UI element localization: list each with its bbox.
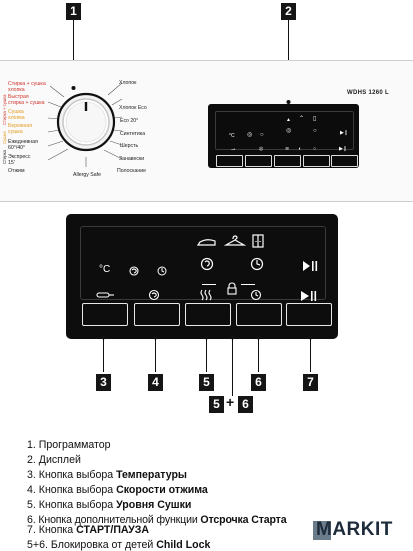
spin-icon [200,257,214,271]
program-label: Быстрая [8,94,29,100]
spin-speed-button [134,303,180,326]
clock-icon: ○ [313,146,317,152]
program-label: Хлопок Eco [119,105,147,111]
legend-item: 4. Кнопка выбора Скорости отжима [27,484,208,496]
markit-logo: MARKIT [313,519,392,542]
program-label: Шерсть [120,143,139,149]
program-label: Сушка [8,109,24,115]
cupboard-icon [252,234,264,248]
program-label: 15' [8,160,15,166]
legend-item: 5. Кнопка выбора Уровня Сушки [27,499,192,511]
hanger-icon: ⌃ [299,116,305,122]
program-label: Стирка + сушка [8,81,46,87]
logo-text: MARKIT [316,519,393,540]
program-dial [47,82,123,167]
callout-marker-6: 6 [251,374,266,391]
lock-icon: ◖ [298,146,302,152]
temperature-icon: °C [99,264,111,275]
display-mini: °C ◎ ○ ▲ ⌃ ▯ ◎ ○ ▶❙ ⊸ ◎ ≋ ◖ ○ ▶❙ [208,104,359,168]
program-label: Экспресс [8,154,31,160]
dry-level-icon: ≋ [285,146,290,152]
play-pause-icon [301,291,317,301]
display-panel: °C [66,214,338,339]
key-icon: ⊸ [231,147,236,153]
callout-line-6 [258,336,259,372]
program-label: Хлопок [119,80,137,86]
play-pause-icon [303,261,318,271]
clock-icon [250,289,262,301]
legend-item: 7. Кнопка СТАРТ/ПАУЗА [27,524,150,536]
callout-line-4 [155,336,156,372]
key-icon [96,292,114,298]
clock-icon: ○ [260,132,264,138]
display-mini-frame [215,111,354,150]
callout-line-56 [232,336,233,396]
callout-marker-4: 4 [148,374,163,391]
clock-icon [250,257,264,271]
control-panel: Стирка + сушка Сушка Стирка Стирка + суш… [0,60,413,202]
allergy-safe-label: Allergy Safe [73,172,101,178]
legend-item: 5+6. Блокировка от детей Child Lock [27,539,211,551]
mini-button [303,155,330,167]
spin-icon [148,289,160,301]
callout-marker-5: 5 [199,374,214,391]
model-name: WDHS 1260 L [347,90,389,96]
legend-item: 1. Программатор [27,439,111,451]
callout-marker-7: 7 [303,374,318,391]
delay-start-button [236,303,282,326]
callout-line-7 [310,336,311,372]
divider-line [202,284,216,289]
callout-marker-6-combo: 6 [238,396,253,413]
spin-icon: ◎ [286,128,292,134]
program-label: хлопка [8,115,25,121]
callout-marker-5-combo: 5 [209,396,224,413]
program-label: сушка [8,129,23,135]
legend-item: 3. Кнопка выбора Температуры [27,469,187,481]
program-label: 60°/40° [8,145,26,151]
program-label: Синтетика [120,131,146,137]
temperature-icon: °C [229,133,235,139]
spin-icon [129,266,139,276]
callout-line-3 [103,336,104,372]
callout-marker-3: 3 [96,374,111,391]
clock-icon [157,266,167,276]
cupboard-icon: ▯ [313,116,317,122]
callout-marker-2: 2 [281,3,296,20]
play-pause-icon: ▶❙ [339,146,348,152]
mini-button [245,155,272,167]
legend-item: 6. Кнопка дополнительной функции Отсрочк… [27,514,287,526]
play-pause-icon: ▶❙ [340,130,349,136]
callout-marker-1: 1 [66,3,81,20]
mini-button [216,155,243,167]
program-label: Отжим [8,168,25,174]
start-pause-button [286,303,332,326]
callout-plus: + [226,394,235,410]
iron-icon: ▲ [286,117,291,123]
spin-icon: ◎ [259,146,264,152]
program-label: Eco 20° [120,118,139,124]
dry-level-button [185,303,231,326]
program-label: стирка + сушка [8,100,45,106]
legend-item: 2. Дисплей [27,454,81,466]
spin-icon: ◎ [247,132,253,138]
display-icons [96,234,318,301]
mini-button [331,155,358,167]
iron-icon [196,239,216,246]
divider-line [241,284,255,289]
callout-line-1 [73,20,74,88]
program-label: Бережная [8,123,33,129]
temperature-button [82,303,128,326]
hanger-icon [223,235,247,246]
program-label: Ежедневная [8,139,38,145]
clock-icon: ○ [313,128,317,134]
dry-level-icon [200,289,212,301]
lock-icon [227,282,237,295]
logo-m-box [313,521,331,540]
program-label: хлопка [8,87,25,93]
mini-button [274,155,301,167]
program-label: Полоскание [117,168,146,174]
callout-line-5 [206,336,207,372]
program-label: Занавески [119,156,145,162]
